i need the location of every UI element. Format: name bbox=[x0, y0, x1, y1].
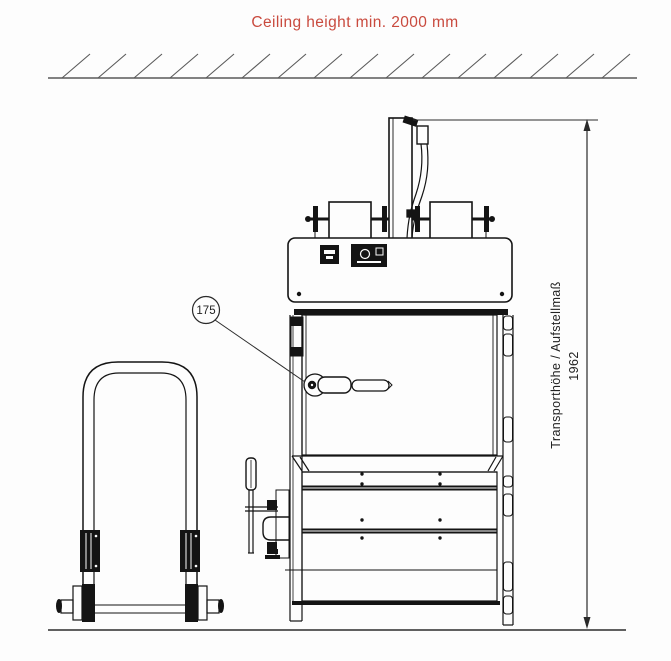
latch-lever bbox=[245, 457, 290, 559]
press-crosshead bbox=[305, 201, 495, 240]
hydraulic-hose-icon bbox=[402, 115, 429, 239]
arrow-up-icon bbox=[583, 119, 591, 131]
door-handle bbox=[303, 373, 393, 397]
callout-circle bbox=[191, 295, 221, 325]
head-lower-strip bbox=[294, 309, 508, 315]
trolley-wheels-icon bbox=[56, 584, 224, 622]
callout-leader-line bbox=[214, 319, 306, 383]
door-bolts-icon bbox=[360, 472, 442, 540]
upper-door-hinge-icon bbox=[290, 316, 304, 357]
lower-door bbox=[285, 471, 500, 605]
dimension-value: 1962 bbox=[567, 351, 581, 380]
transport-trolley bbox=[56, 361, 224, 622]
press-head bbox=[287, 237, 513, 315]
control-label-icon bbox=[351, 244, 387, 267]
upper-door bbox=[290, 314, 498, 456]
head-screw-left-icon bbox=[296, 291, 302, 297]
head-screw-right-icon bbox=[499, 291, 505, 297]
ceiling-hatch-icon bbox=[48, 53, 637, 79]
info-plate-icon bbox=[320, 245, 339, 264]
page-title: Ceiling height min. 2000 mm bbox=[251, 14, 459, 31]
callout-label: 175 bbox=[196, 305, 215, 317]
dimension-label: Transporthöhe / Aufstellmaß bbox=[549, 281, 563, 448]
door-hinge-tabs bbox=[503, 315, 513, 615]
baler-machine bbox=[285, 115, 514, 626]
frame-columns bbox=[289, 315, 514, 626]
door-bottom-bar bbox=[292, 601, 500, 605]
trolley-bracket-icon bbox=[80, 530, 200, 572]
height-dimension: Transporthöhe / Aufstellmaß 1962 bbox=[413, 119, 598, 629]
fill-opening-lip bbox=[291, 455, 504, 473]
part-callout-balloon: 175 bbox=[191, 295, 306, 383]
arrow-down-icon bbox=[583, 617, 591, 629]
